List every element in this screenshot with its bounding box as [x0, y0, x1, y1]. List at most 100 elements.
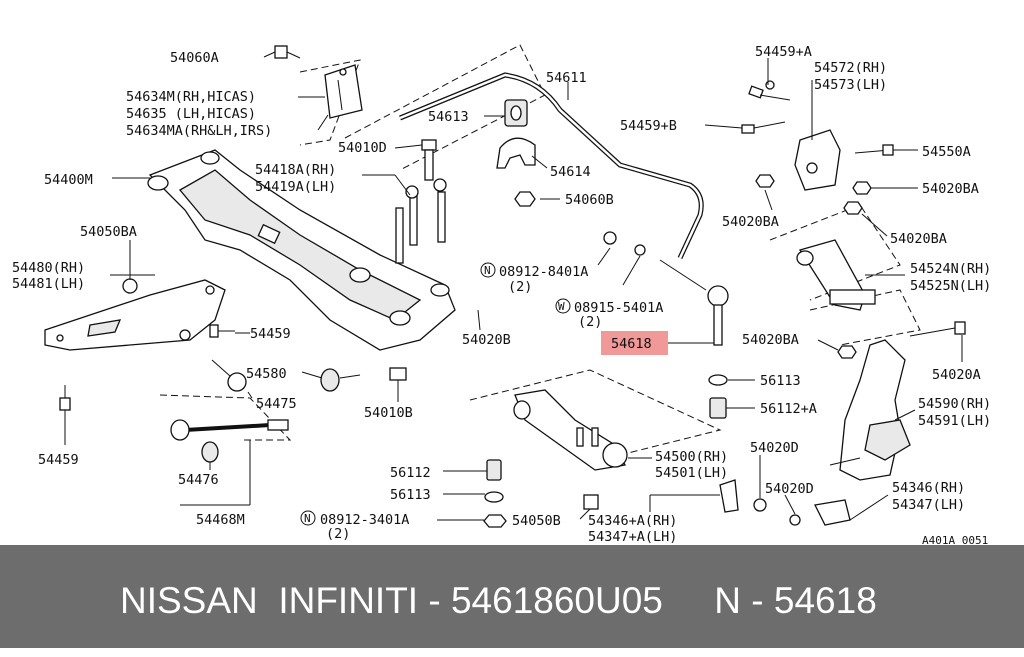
- label-54611: 54611: [546, 70, 587, 86]
- label-08912-8401A-qty: (2): [508, 279, 532, 295]
- label-54010D: 54010D: [338, 140, 387, 156]
- bolt-54475: [211, 359, 247, 392]
- marker-W: W: [558, 300, 565, 313]
- label-54050BA: 54050BA: [80, 224, 137, 240]
- label-54020BA-d: 54020BA: [742, 332, 799, 348]
- label-54634M: 54634M(RH,HICAS): [126, 89, 256, 105]
- bolts-54418A: [395, 178, 447, 264]
- label-54346A: 54346+A(RH): [588, 513, 677, 529]
- suspension-exploded-diagram: 54060A 54634M(RH,HICAS) 54635 (LH,HICAS)…: [12, 44, 991, 545]
- label-54614: 54614: [550, 164, 591, 180]
- bolt-54010D: [421, 139, 437, 181]
- upper-link-54524N: [796, 239, 876, 311]
- bolt-54459A: [748, 80, 791, 101]
- label-54476: 54476: [178, 472, 219, 488]
- label-54525N: 54525N(LH): [910, 278, 991, 294]
- label-54020A: 54020A: [932, 367, 981, 383]
- upper-link-outline: [769, 204, 901, 301]
- bracket-54346: [789, 499, 851, 526]
- label-56112: 56112: [390, 465, 431, 481]
- label-54347A: 54347+A(LH): [588, 529, 677, 545]
- label-56113-b: 56113: [390, 487, 431, 503]
- bolt-54459-a: [209, 324, 235, 338]
- nut-54050B: [583, 494, 599, 510]
- label-54459-b: 54459: [38, 452, 79, 468]
- label-54419A: 54419A(LH): [255, 179, 336, 195]
- washer-symbol-marker: [555, 298, 571, 314]
- bracket-54346A: [719, 479, 767, 513]
- nut-symbol-marker: [480, 262, 496, 278]
- label-54618: 54618: [611, 336, 652, 352]
- bolt-54020A: [909, 321, 966, 337]
- label-54020BA-b: 54020BA: [722, 214, 779, 230]
- label-54400M: 54400M: [44, 172, 93, 188]
- clamp-54614: [496, 137, 536, 169]
- label-56113-a: 56113: [760, 373, 801, 389]
- bolt-54060A: [274, 45, 301, 59]
- tension-rod-54468M: [170, 419, 289, 441]
- nut-symbol-marker-lower: [300, 510, 316, 526]
- nut-54020BA-lower: [837, 345, 857, 359]
- label-54580: 54580: [246, 366, 287, 382]
- label-54020D-b: 54020D: [765, 481, 814, 497]
- label-54418A: 54418A(RH): [255, 162, 336, 178]
- label-54613: 54613: [428, 109, 469, 125]
- label-54591: 54591(LH): [918, 413, 991, 429]
- nut-54010B: [389, 367, 407, 381]
- label-54020D-a: 54020D: [750, 440, 799, 456]
- bolt-54459-b: [59, 385, 71, 411]
- label-54020B: 54020B: [462, 332, 511, 348]
- label-08915-5401A: 08915-5401A: [574, 300, 663, 316]
- label-54634MA: 54634MA(RH&LH,IRS): [126, 123, 272, 139]
- bushing-54476: [201, 441, 219, 463]
- label-08912-8401A: 08912-8401A: [499, 264, 588, 280]
- lower-arm-54500: [513, 389, 628, 471]
- bushing-54580: [320, 368, 361, 392]
- bracket-54572: [794, 129, 841, 191]
- label-54481: 54481(LH): [12, 276, 85, 292]
- stabilizer-bar-54611: [399, 72, 704, 260]
- label-54010B: 54010B: [364, 405, 413, 421]
- diagram-reference-code: A401A 0051: [922, 534, 988, 545]
- label-54475: 54475: [256, 396, 297, 412]
- washer-56113-lower: [484, 491, 504, 503]
- bracket-54634M: [324, 64, 363, 119]
- tension-rod-bracket-54480: [44, 279, 226, 351]
- label-54524N: 54524N(RH): [910, 261, 991, 277]
- label-54060B: 54060B: [565, 192, 614, 208]
- label-54459A: 54459+A: [755, 44, 812, 60]
- label-08912-3401A: 08912-3401A: [320, 512, 409, 528]
- label-54501: 54501(LH): [655, 465, 728, 481]
- label-54020BA-c: 54020BA: [890, 231, 947, 247]
- label-54635: 54635 (LH,HICAS): [126, 106, 256, 122]
- nut-54050BA: [122, 278, 138, 294]
- label-08915-5401A-qty: (2): [578, 314, 602, 330]
- label-54572: 54572(RH): [814, 60, 887, 76]
- marker-N-1: N: [484, 264, 491, 277]
- washer-56113: [708, 374, 728, 386]
- label-54050B: 54050B: [512, 513, 561, 529]
- arm-outline: [469, 369, 722, 461]
- bushing-54613: [504, 99, 528, 127]
- label-54060A: 54060A: [170, 50, 219, 66]
- label-54459-a: 54459: [250, 326, 291, 342]
- label-54347: 54347(LH): [892, 497, 965, 513]
- label-08912-3401A-qty: (2): [326, 526, 350, 542]
- nut-08912-3401A: [483, 514, 507, 528]
- marker-N-2: N: [304, 512, 311, 525]
- label-54550A: 54550A: [922, 144, 971, 160]
- label-54468M: 54468M: [196, 512, 245, 528]
- leader-lines: [64, 51, 963, 521]
- part-number-footer: NISSAN INFINITI - 5461860U05 N - 54618: [0, 545, 1024, 648]
- nut-54060B: [514, 191, 536, 207]
- label-54590: 54590(RH): [918, 396, 991, 412]
- bushing-56112: [486, 459, 502, 481]
- stabilizer-outline: [344, 44, 546, 171]
- subframe-54400M: [147, 149, 456, 351]
- label-54020BA-a: 54020BA: [922, 181, 979, 197]
- tension-rod-outline: [159, 394, 292, 441]
- part-number-text: NISSAN INFINITI - 5461860U05 N - 54618: [120, 580, 877, 621]
- knuckle-54590: [829, 339, 911, 481]
- nuts-54020BA-upper: [755, 174, 872, 215]
